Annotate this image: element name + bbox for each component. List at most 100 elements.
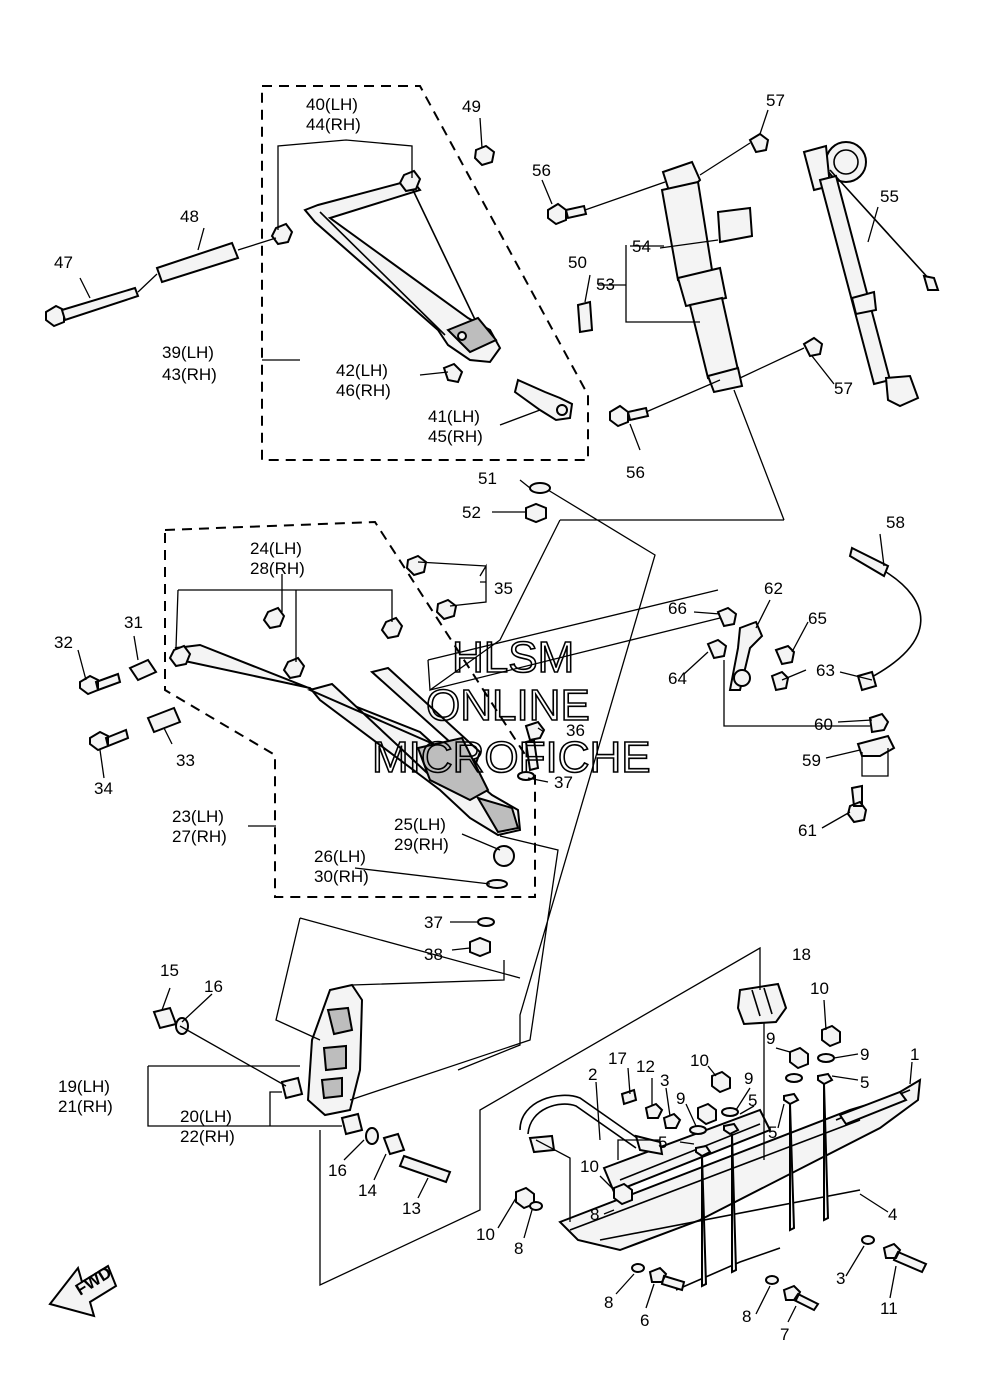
part-16-washer-bottom — [364, 1127, 380, 1145]
part-26-washer — [485, 879, 509, 889]
callout-45: 45(RH) — [428, 427, 483, 446]
callout-41: 41(LH) — [428, 407, 480, 426]
callout-19: 19(LH) — [58, 1077, 110, 1096]
upper-arm-bushings — [270, 169, 422, 246]
callout-56-top: 56 — [532, 161, 551, 180]
callout-28: 28(RH) — [250, 559, 305, 578]
callout-42: 42(LH) — [336, 361, 388, 380]
callout-24: 24(LH) — [250, 539, 302, 558]
callout-57-top: 57 — [766, 91, 785, 110]
lower-arm-group-outline — [164, 520, 536, 898]
shock-leaders — [584, 142, 805, 413]
part-42-bolt — [442, 362, 464, 384]
part-51-washer — [528, 482, 552, 494]
part-48-collar — [155, 241, 240, 284]
callout-30: 30(RH) — [314, 867, 369, 886]
part-37-washer-lower — [476, 917, 496, 927]
callout-5-c: 5 — [768, 1123, 777, 1142]
part-49-nut — [473, 144, 496, 167]
callout-9-right: 9 — [860, 1045, 869, 1064]
part-56-bolt-bottom — [609, 404, 650, 428]
callout-54: 54 — [632, 237, 651, 256]
callout-35: 35 — [494, 579, 513, 598]
callout-23: 23(LH) — [172, 807, 224, 826]
callout-53: 53 — [596, 275, 615, 294]
callout-25: 25(LH) — [394, 815, 446, 834]
callout-10-right: 10 — [810, 979, 829, 998]
watermark-line-1: HLSM — [452, 633, 574, 682]
ski-runner — [599, 1189, 861, 1291]
callout-46: 46(RH) — [336, 381, 391, 400]
part-20-bushing — [280, 1076, 304, 1100]
callout-48: 48 — [180, 207, 199, 226]
callout-49: 49 — [462, 97, 481, 116]
ski-hardware-studs — [695, 1072, 834, 1288]
callout-38: 38 — [424, 945, 443, 964]
fwd-arrow-icon: FWD — [48, 1263, 118, 1318]
callout-60: 60 — [814, 715, 833, 734]
callout-20: 20(LH) — [180, 1107, 232, 1126]
steering-link-leaders — [427, 589, 889, 777]
callout-10-left: 10 — [476, 1225, 495, 1244]
callout-labels: 40(LH) 44(RH) 49 48 47 39(LH) 43(RH) 42(… — [54, 91, 919, 1344]
callout-5-d: 5 — [860, 1073, 869, 1092]
callout-59: 59 — [802, 751, 821, 770]
part-22-bushing — [340, 1112, 364, 1136]
callout-22: 22(RH) — [180, 1127, 235, 1146]
callout-5-b: 5 — [658, 1133, 667, 1152]
steering-column — [802, 141, 940, 408]
callout-15: 15 — [160, 961, 179, 980]
callout-58: 58 — [886, 513, 905, 532]
callout-13: 13 — [402, 1199, 421, 1218]
callout-64: 64 — [668, 669, 687, 688]
callout-61: 61 — [798, 821, 817, 840]
watermark-line-3: MICROFICHE — [372, 733, 651, 782]
lower-arm-collars-and-bolts — [79, 658, 182, 752]
callout-18: 18 — [792, 945, 811, 964]
part-57-collar-top — [748, 132, 770, 154]
part-41-ball-joint — [513, 378, 574, 422]
callout-44: 44(RH) — [306, 115, 361, 134]
callout-29: 29(RH) — [394, 835, 449, 854]
part-16-washer-top — [174, 1017, 190, 1035]
watermark: HLSM ONLINE MICROFICHE — [371, 632, 651, 783]
callout-8-bottom-right: 8 — [742, 1307, 751, 1326]
callout-40: 40(LH) — [306, 95, 358, 114]
callout-21: 21(RH) — [58, 1097, 113, 1116]
callout-56-bottom: 56 — [626, 463, 645, 482]
callout-7: 7 — [780, 1325, 789, 1344]
callout-37-lower: 37 — [424, 913, 443, 932]
upper-arm-pivot-line — [137, 237, 277, 293]
callout-4: 4 — [888, 1205, 897, 1224]
callout-66: 66 — [668, 599, 687, 618]
pitman-arm — [846, 712, 896, 824]
part-15-bushing — [152, 1006, 178, 1030]
callout-43: 43(RH) — [162, 365, 217, 384]
callout-2: 2 — [588, 1065, 597, 1084]
part-52-nut — [525, 502, 547, 524]
callout-52: 52 — [462, 503, 481, 522]
part-14-collar — [382, 1132, 406, 1156]
callout-leaders — [77, 109, 913, 1323]
lower-arm-bushings — [168, 554, 458, 680]
steering-rod — [848, 546, 922, 692]
callout-62: 62 — [764, 579, 783, 598]
callout-57-bottom: 57 — [834, 379, 853, 398]
ski-hardware-nuts — [515, 1024, 841, 1210]
callout-5-a: 5 — [748, 1091, 757, 1110]
upper-a-arm — [303, 178, 502, 364]
callout-10-mid: 10 — [580, 1157, 599, 1176]
part-56-bolt-top — [547, 202, 588, 226]
callout-16-bottom: 16 — [328, 1161, 347, 1180]
callout-16-top: 16 — [204, 977, 223, 996]
callout-37-upper: 37 — [554, 773, 573, 792]
callout-8-mid: 8 — [590, 1205, 599, 1224]
callout-33: 33 — [176, 751, 195, 770]
part-25-ball — [492, 845, 516, 867]
callout-14: 14 — [358, 1181, 377, 1200]
callout-31: 31 — [124, 613, 143, 632]
part-18-damper — [736, 982, 788, 1026]
ski-handle-2 — [519, 1094, 664, 1156]
callout-8-bottom: 8 — [604, 1293, 613, 1312]
